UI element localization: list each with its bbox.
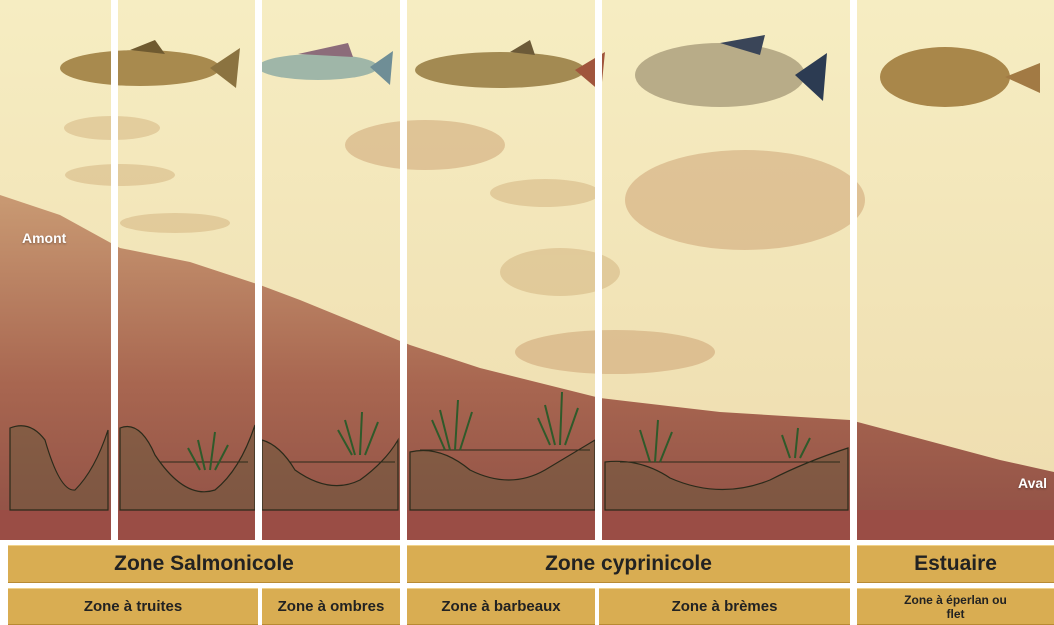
zone-estuaire-band: Estuaire (857, 545, 1054, 583)
zone-ombres-band: Zone à ombres (262, 588, 400, 625)
riverbed-bottom (0, 510, 1054, 540)
zone-eperlan-flet-band: Zone à éperlan ou flet (857, 588, 1054, 625)
zone-cyprinicole-band: Zone cyprinicole (407, 545, 850, 583)
zone-salmonicole-band: Zone Salmonicole (8, 545, 400, 583)
upstream-label: Amont (22, 230, 66, 246)
downstream-label: Aval (1018, 475, 1047, 491)
zone-bremes-band: Zone à brèmes (599, 588, 850, 625)
zone-barbeaux-band: Zone à barbeaux (407, 588, 595, 625)
zone-truites-band: Zone à truites (8, 588, 258, 625)
